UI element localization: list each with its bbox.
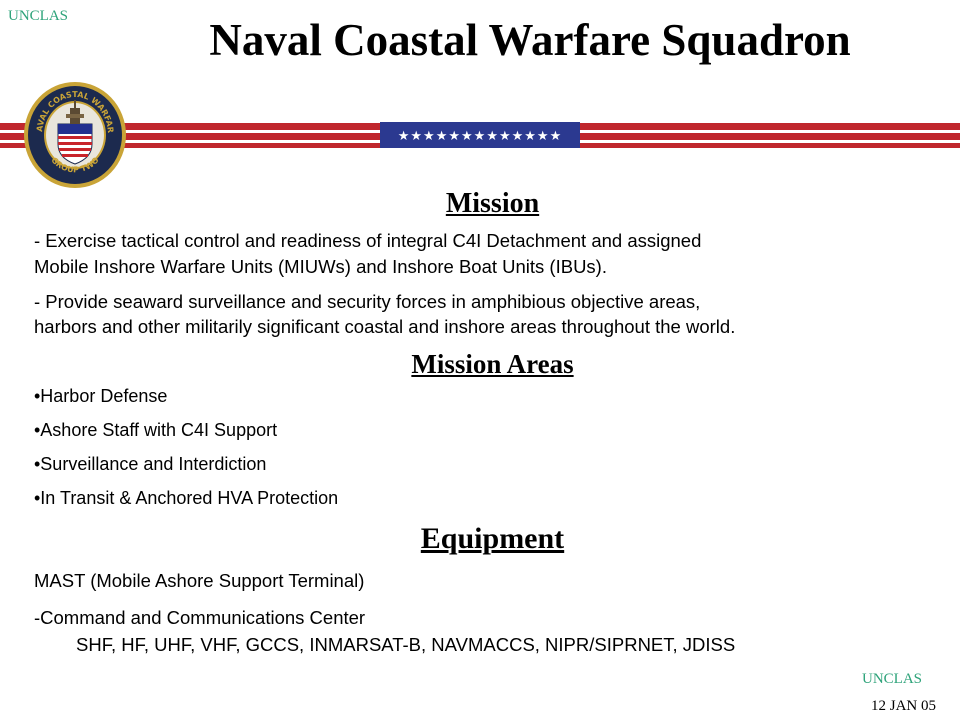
page-title: Naval Coastal Warfare Squadron	[209, 15, 851, 65]
equipment-networks: SHF, HF, UHF, VHF, GCCS, INMARSAT-B, NAV…	[76, 634, 736, 655]
mission-paragraph-1-line-1: - Exercise tactical control and readines…	[34, 230, 702, 251]
squadron-emblem: NAVAL COASTAL WARFARE GROUP TWO	[22, 80, 126, 188]
equipment-component: -Command and Communications Center	[34, 607, 366, 628]
mission-paragraph-1-line-2: Mobile Inshore Warfare Units (MIUWs) and…	[34, 256, 607, 277]
classification-bottom: UNCLAS	[862, 671, 923, 687]
mission-paragraph-2-line-2: harbors and other militarily significant…	[34, 316, 736, 337]
mission-area-item: •Harbor Defense	[34, 386, 168, 406]
mission-area-item: •Surveillance and Interdiction	[34, 454, 267, 474]
mission-paragraph-2-line-1: - Provide seaward surveillance and secur…	[34, 291, 701, 312]
mission-area-item: •In Transit & Anchored HVA Protection	[34, 488, 339, 508]
mission-areas-heading: Mission Areas	[411, 349, 574, 379]
banner-stars: ★★★★★★★★★★★★★	[398, 129, 563, 144]
equipment-system: MAST (Mobile Ashore Support Terminal)	[34, 570, 365, 591]
banner-star-field	[380, 122, 580, 148]
mission-area-item: •Ashore Staff with C4I Support	[34, 420, 278, 440]
equipment-heading: Equipment	[420, 522, 565, 555]
mission-heading: Mission	[445, 188, 540, 219]
classification-top: UNCLAS	[8, 8, 69, 24]
slide-date: 12 JAN 05	[871, 698, 937, 714]
banner-stripe: ★★★★★★★★★★★★★	[0, 122, 960, 148]
